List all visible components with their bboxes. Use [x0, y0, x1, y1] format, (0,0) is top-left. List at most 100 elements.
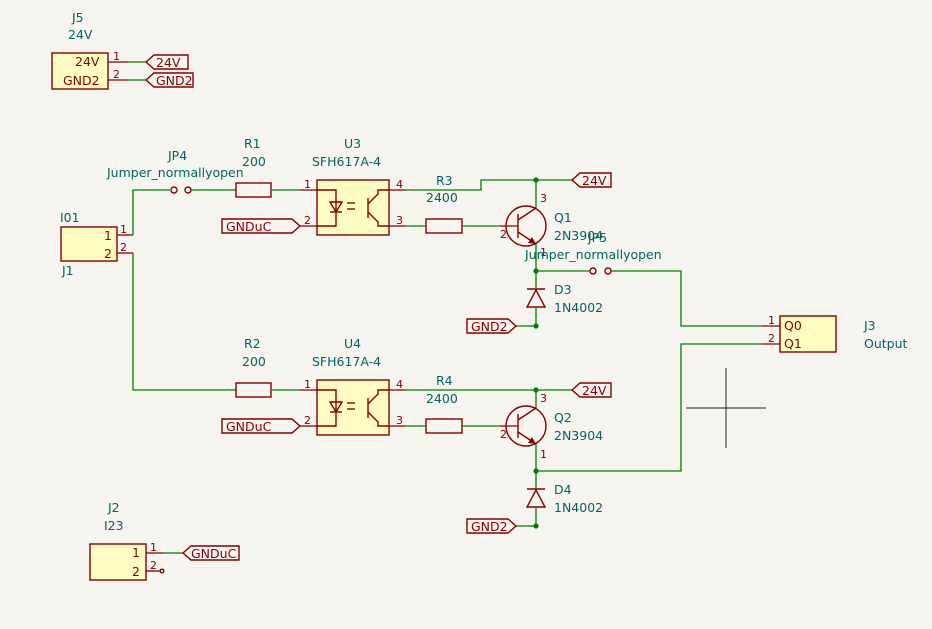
q2-value: 2N3904	[554, 428, 603, 443]
jumper-jp5[interactable]: JP5 Jumper_normallyopen	[524, 230, 662, 275]
wire-j1-r2	[132, 253, 236, 391]
wire-j1-jp4	[132, 189, 170, 235]
j3-value: Output	[864, 336, 908, 351]
j1-pin2-num: 2	[120, 241, 127, 254]
net-label-gnduc-u3[interactable]: GNDuC	[221, 218, 302, 234]
resistor-r3[interactable]: R3 2400	[425, 173, 463, 234]
connector-j2[interactable]: J2 I23 1 2 1 2	[89, 500, 165, 581]
q1-ref: Q1	[554, 210, 572, 225]
j1-body	[60, 226, 118, 262]
optocoupler-u3[interactable]: U3 SFH617A-4 1 2 4 3	[300, 136, 406, 236]
net-label-24v-mid[interactable]: 24V	[570, 172, 612, 188]
r4-ref: R4	[436, 373, 453, 388]
u3-value: SFH617A-4	[312, 154, 381, 169]
svg-text:2: 2	[500, 228, 507, 241]
junction	[533, 468, 539, 474]
transistor-q1[interactable]: 2 3 1 Q1 2N3904	[500, 192, 603, 259]
j5-ref: J5	[71, 10, 84, 25]
crosshair-cursor-icon	[686, 368, 766, 448]
u4-ref: U4	[344, 336, 361, 351]
j3-ref: J3	[863, 318, 876, 333]
svg-text:1: 1	[540, 246, 547, 259]
u4-value: SFH617A-4	[312, 354, 381, 369]
j1-ref: J1	[61, 263, 74, 278]
svg-text:GNDuC: GNDuC	[226, 219, 272, 234]
j2-pin1-name: 1	[132, 545, 140, 560]
j2-ref: J2	[107, 500, 120, 515]
svg-text:1: 1	[150, 541, 157, 554]
svg-text:2: 2	[500, 428, 507, 441]
d3-ref: D3	[554, 282, 572, 297]
resistor-r2[interactable]: R2 200	[235, 336, 272, 398]
j1-pin1-name: 1	[104, 228, 112, 243]
wire-u3-24v	[406, 179, 536, 191]
optocoupler-u4[interactable]: U4 SFH617A-4 1 2 4 3	[300, 336, 406, 436]
svg-text:4: 4	[396, 378, 403, 391]
jumper-jp4[interactable]: JP4 Jumper_normallyopen	[106, 148, 244, 194]
junction	[533, 323, 539, 329]
connector-j1[interactable]: I01 1 2 1 2 J1	[60, 210, 133, 278]
j5-value: 24V	[68, 27, 93, 42]
net-label-gnduc-j2[interactable]: GNDuC	[181, 545, 240, 561]
connector-j5[interactable]: J5 24V 24V GND2 1 2	[51, 10, 128, 90]
r4-value: 2400	[426, 391, 458, 406]
svg-text:GND2: GND2	[471, 519, 508, 534]
svg-text:3: 3	[396, 414, 403, 427]
net-label-gnd2-top[interactable]: GND2	[144, 72, 194, 88]
svg-text:3: 3	[540, 392, 547, 405]
j3-pin1-name: Q0	[784, 318, 802, 333]
j3-body	[779, 315, 837, 353]
r2-value: 200	[242, 354, 266, 369]
svg-text:2: 2	[304, 414, 311, 427]
svg-text:1: 1	[304, 178, 311, 191]
connector-j3[interactable]: 1 2 Q0 Q1 J3 Output	[762, 314, 908, 353]
q2-ref: Q2	[554, 410, 572, 425]
j5-pin2-num: 2	[113, 68, 120, 81]
svg-text:24V: 24V	[582, 173, 607, 188]
jp4-ref: JP4	[167, 148, 187, 163]
u3-ref: U3	[344, 136, 361, 151]
j5-body	[51, 52, 109, 90]
j2-body	[89, 543, 147, 581]
svg-text:3: 3	[396, 214, 403, 227]
svg-text:2: 2	[304, 214, 311, 227]
net-label-gnduc-u4[interactable]: GNDuC	[221, 418, 302, 434]
junction	[533, 387, 539, 393]
r3-value: 2400	[426, 190, 458, 205]
svg-text:2: 2	[768, 332, 775, 345]
j3-pin2-name: Q1	[784, 336, 802, 351]
junction	[533, 268, 539, 274]
d3-value: 1N4002	[554, 300, 603, 315]
resistor-r4[interactable]: R4 2400	[425, 373, 463, 434]
j1-pin1-num: 1	[120, 223, 127, 236]
j5-pin2-name: GND2	[63, 73, 100, 88]
r1-value: 200	[242, 154, 266, 169]
junction	[533, 177, 539, 183]
diode-d3[interactable]: D3 1N4002	[525, 282, 603, 315]
j5-pin1-name: 24V	[75, 54, 100, 69]
diode-d4[interactable]: D4 1N4002	[525, 482, 603, 515]
svg-text:GNDuC: GNDuC	[226, 419, 272, 434]
svg-text:1: 1	[304, 378, 311, 391]
svg-text:GND2: GND2	[156, 73, 193, 88]
transistor-q2[interactable]: 2 3 1 Q2 2N3904	[500, 392, 603, 461]
svg-text:3: 3	[540, 192, 547, 205]
r3-ref: R3	[436, 173, 453, 188]
net-label-24v-top[interactable]: 24V	[144, 54, 189, 70]
svg-text:1: 1	[540, 448, 547, 461]
q1-value: 2N3904	[554, 228, 603, 243]
net-label-gnd2-low[interactable]: GND2	[466, 518, 518, 534]
jp5-ref: JP5	[587, 230, 607, 245]
jp5-value: Jumper_normallyopen	[524, 247, 662, 262]
jp4-value: Jumper_normallyopen	[106, 165, 244, 180]
r1-ref: R1	[244, 136, 261, 151]
j5-pin1-num: 1	[113, 50, 120, 63]
net-label-24v-low[interactable]: 24V	[570, 382, 612, 398]
r2-ref: R2	[244, 336, 261, 351]
resistor-r1[interactable]: R1 200	[235, 136, 272, 198]
d4-value: 1N4002	[554, 500, 603, 515]
svg-text:24V: 24V	[582, 383, 607, 398]
net-label-gnd2-mid[interactable]: GND2	[466, 318, 518, 334]
d4-ref: D4	[554, 482, 572, 497]
